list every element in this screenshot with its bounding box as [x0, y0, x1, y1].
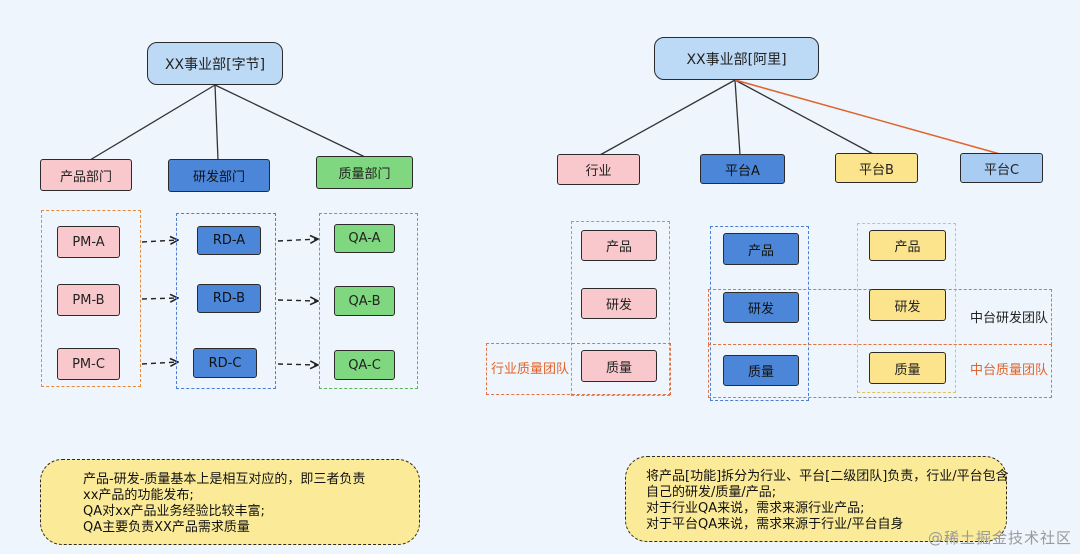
arrow-pm-c-to-rd-c: [141, 362, 178, 364]
right-note-line-3: 对于行业QA来说，需求来源行业产品;: [646, 501, 865, 516]
platform-b-product-node: 产品: [869, 230, 946, 261]
rd-b-node: RD-B: [197, 284, 261, 313]
qa-c-node: QA-C: [334, 350, 395, 380]
platform-b-group-outline: [857, 223, 956, 393]
pm-a-node: PM-A: [57, 226, 120, 258]
pm-b-node: PM-B: [57, 284, 120, 316]
left-root-node: XX事业部[字节]: [147, 42, 283, 85]
qa-department-node: 质量部门: [316, 156, 413, 189]
left-note-line-4: QA主要负责XX产品需求质量: [83, 520, 250, 535]
right-root-to-platform-c-line: [734, 79, 1001, 155]
industry-product-node: 产品: [581, 230, 657, 261]
industry-qa-node: 质量: [581, 350, 657, 382]
left-note-line-1: 产品-研发-质量基本上是相互对应的，即三者负责: [83, 472, 366, 487]
platform-a-product-node: 产品: [723, 233, 799, 265]
industry-rd-node: 研发: [581, 288, 657, 319]
mid-qa-team-outline: [708, 344, 1052, 398]
platform-b-qa-node: 质量: [869, 352, 946, 384]
platform-a-node: 平台A: [700, 154, 785, 184]
platform-b-rd-node: 研发: [869, 289, 946, 321]
right-root-to-industry-line: [599, 79, 736, 156]
pm-group-outline: [41, 210, 141, 387]
arrow-pm-a-to-rd-a: [141, 240, 178, 242]
arrow-rd-b-to-qa-b: [277, 300, 318, 301]
platform-a-rd-node: 研发: [723, 292, 799, 323]
watermark: @稀土掘金技术社区: [927, 529, 1072, 547]
platform-a-group-outline: [710, 226, 809, 401]
qa-b-node: QA-B: [334, 286, 395, 316]
product-department-node: 产品部门: [40, 159, 132, 191]
right-note-line-4: 对于平台QA来说，需求来源于行业/平台自身: [646, 517, 904, 532]
arrow-pm-b-to-rd-b: [141, 298, 178, 299]
platform-b-node: 平台B: [835, 153, 918, 183]
right-root-to-platform-b-line: [734, 79, 876, 156]
right-note: 将产品[功能]拆分为行业、平台[二级团队]负责，行业/平台包含 自己的研发/质量…: [625, 456, 1009, 542]
rd-a-node: RD-A: [197, 226, 261, 255]
rd-group-outline: [176, 213, 276, 389]
rd-department-node: 研发部门: [168, 159, 270, 192]
right-root-node: XX事业部[阿里]: [654, 37, 819, 80]
mid-rd-team-label: 中台研发团队: [970, 311, 1049, 326]
left-root-to-rd-line: [214, 84, 219, 161]
left-root-to-qa-line: [214, 84, 366, 158]
left-root-to-product-line: [89, 84, 216, 161]
platform-c-node: 平台C: [960, 153, 1043, 183]
pm-c-node: PM-C: [57, 348, 120, 380]
arrow-rd-a-to-qa-a: [277, 239, 318, 241]
industry-qa-team-outline: [486, 343, 671, 395]
right-note-line-2: 自己的研发/质量/产品;: [646, 485, 777, 500]
platform-a-qa-node: 质量: [723, 355, 799, 386]
industry-group-outline: [571, 221, 670, 396]
mid-qa-team-label: 中台质量团队: [970, 363, 1049, 378]
right-note-line-1: 将产品[功能]拆分为行业、平台[二级团队]负责，行业/平台包含: [646, 469, 1009, 484]
industry-node: 行业: [557, 154, 640, 185]
qa-group-outline: [319, 213, 418, 389]
left-note: 产品-研发-质量基本上是相互对应的，即三者负责 xx产品的功能发布; QA对xx…: [40, 459, 420, 545]
industry-qa-team-label: 行业质量团队: [491, 362, 570, 377]
left-note-line-2: xx产品的功能发布;: [83, 488, 194, 503]
left-note-line-3: QA对xx产品业务经验比较丰富;: [83, 504, 265, 519]
qa-a-node: QA-A: [334, 224, 395, 253]
rd-c-node: RD-C: [193, 348, 257, 378]
arrow-rd-c-to-qa-c: [277, 364, 318, 365]
right-root-to-platform-a-line: [734, 79, 741, 156]
